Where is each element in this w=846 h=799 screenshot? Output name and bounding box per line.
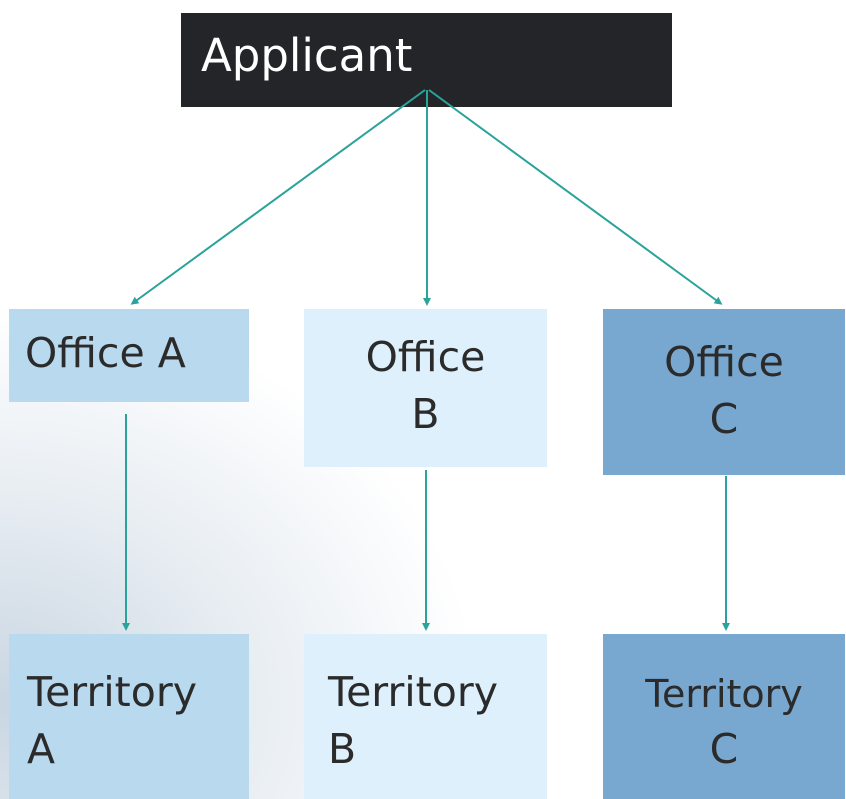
- territory-b-node: Territory B: [304, 634, 547, 799]
- applicant-label: Applicant: [201, 29, 413, 82]
- territory-a-label-line2: A: [27, 725, 56, 774]
- arrow-applicant-to-office-c: [428, 89, 723, 305]
- office-c-label-line1: Office: [664, 338, 784, 386]
- territory-a-node: Territory A: [9, 634, 249, 799]
- office-c-node: Office C: [603, 309, 845, 475]
- territory-c-node: Territory C: [603, 634, 845, 799]
- arrow-applicant-to-office-a: [130, 89, 426, 305]
- territory-b-label-line1: Territory: [328, 668, 498, 716]
- territory-a-label-line1: Territory: [27, 668, 197, 716]
- office-a-node: Office A: [9, 309, 249, 402]
- office-a-label: Office A: [25, 329, 186, 377]
- office-b-label-line1: Office: [365, 333, 486, 381]
- office-c-label-line2: C: [709, 395, 739, 444]
- office-b-node: Office B: [304, 309, 547, 467]
- territory-c-label-line1: Territory: [645, 672, 803, 716]
- territory-b-label-line2: B: [328, 725, 357, 774]
- territory-c-label-line2: C: [709, 725, 739, 774]
- office-b-label-line2: B: [411, 390, 440, 439]
